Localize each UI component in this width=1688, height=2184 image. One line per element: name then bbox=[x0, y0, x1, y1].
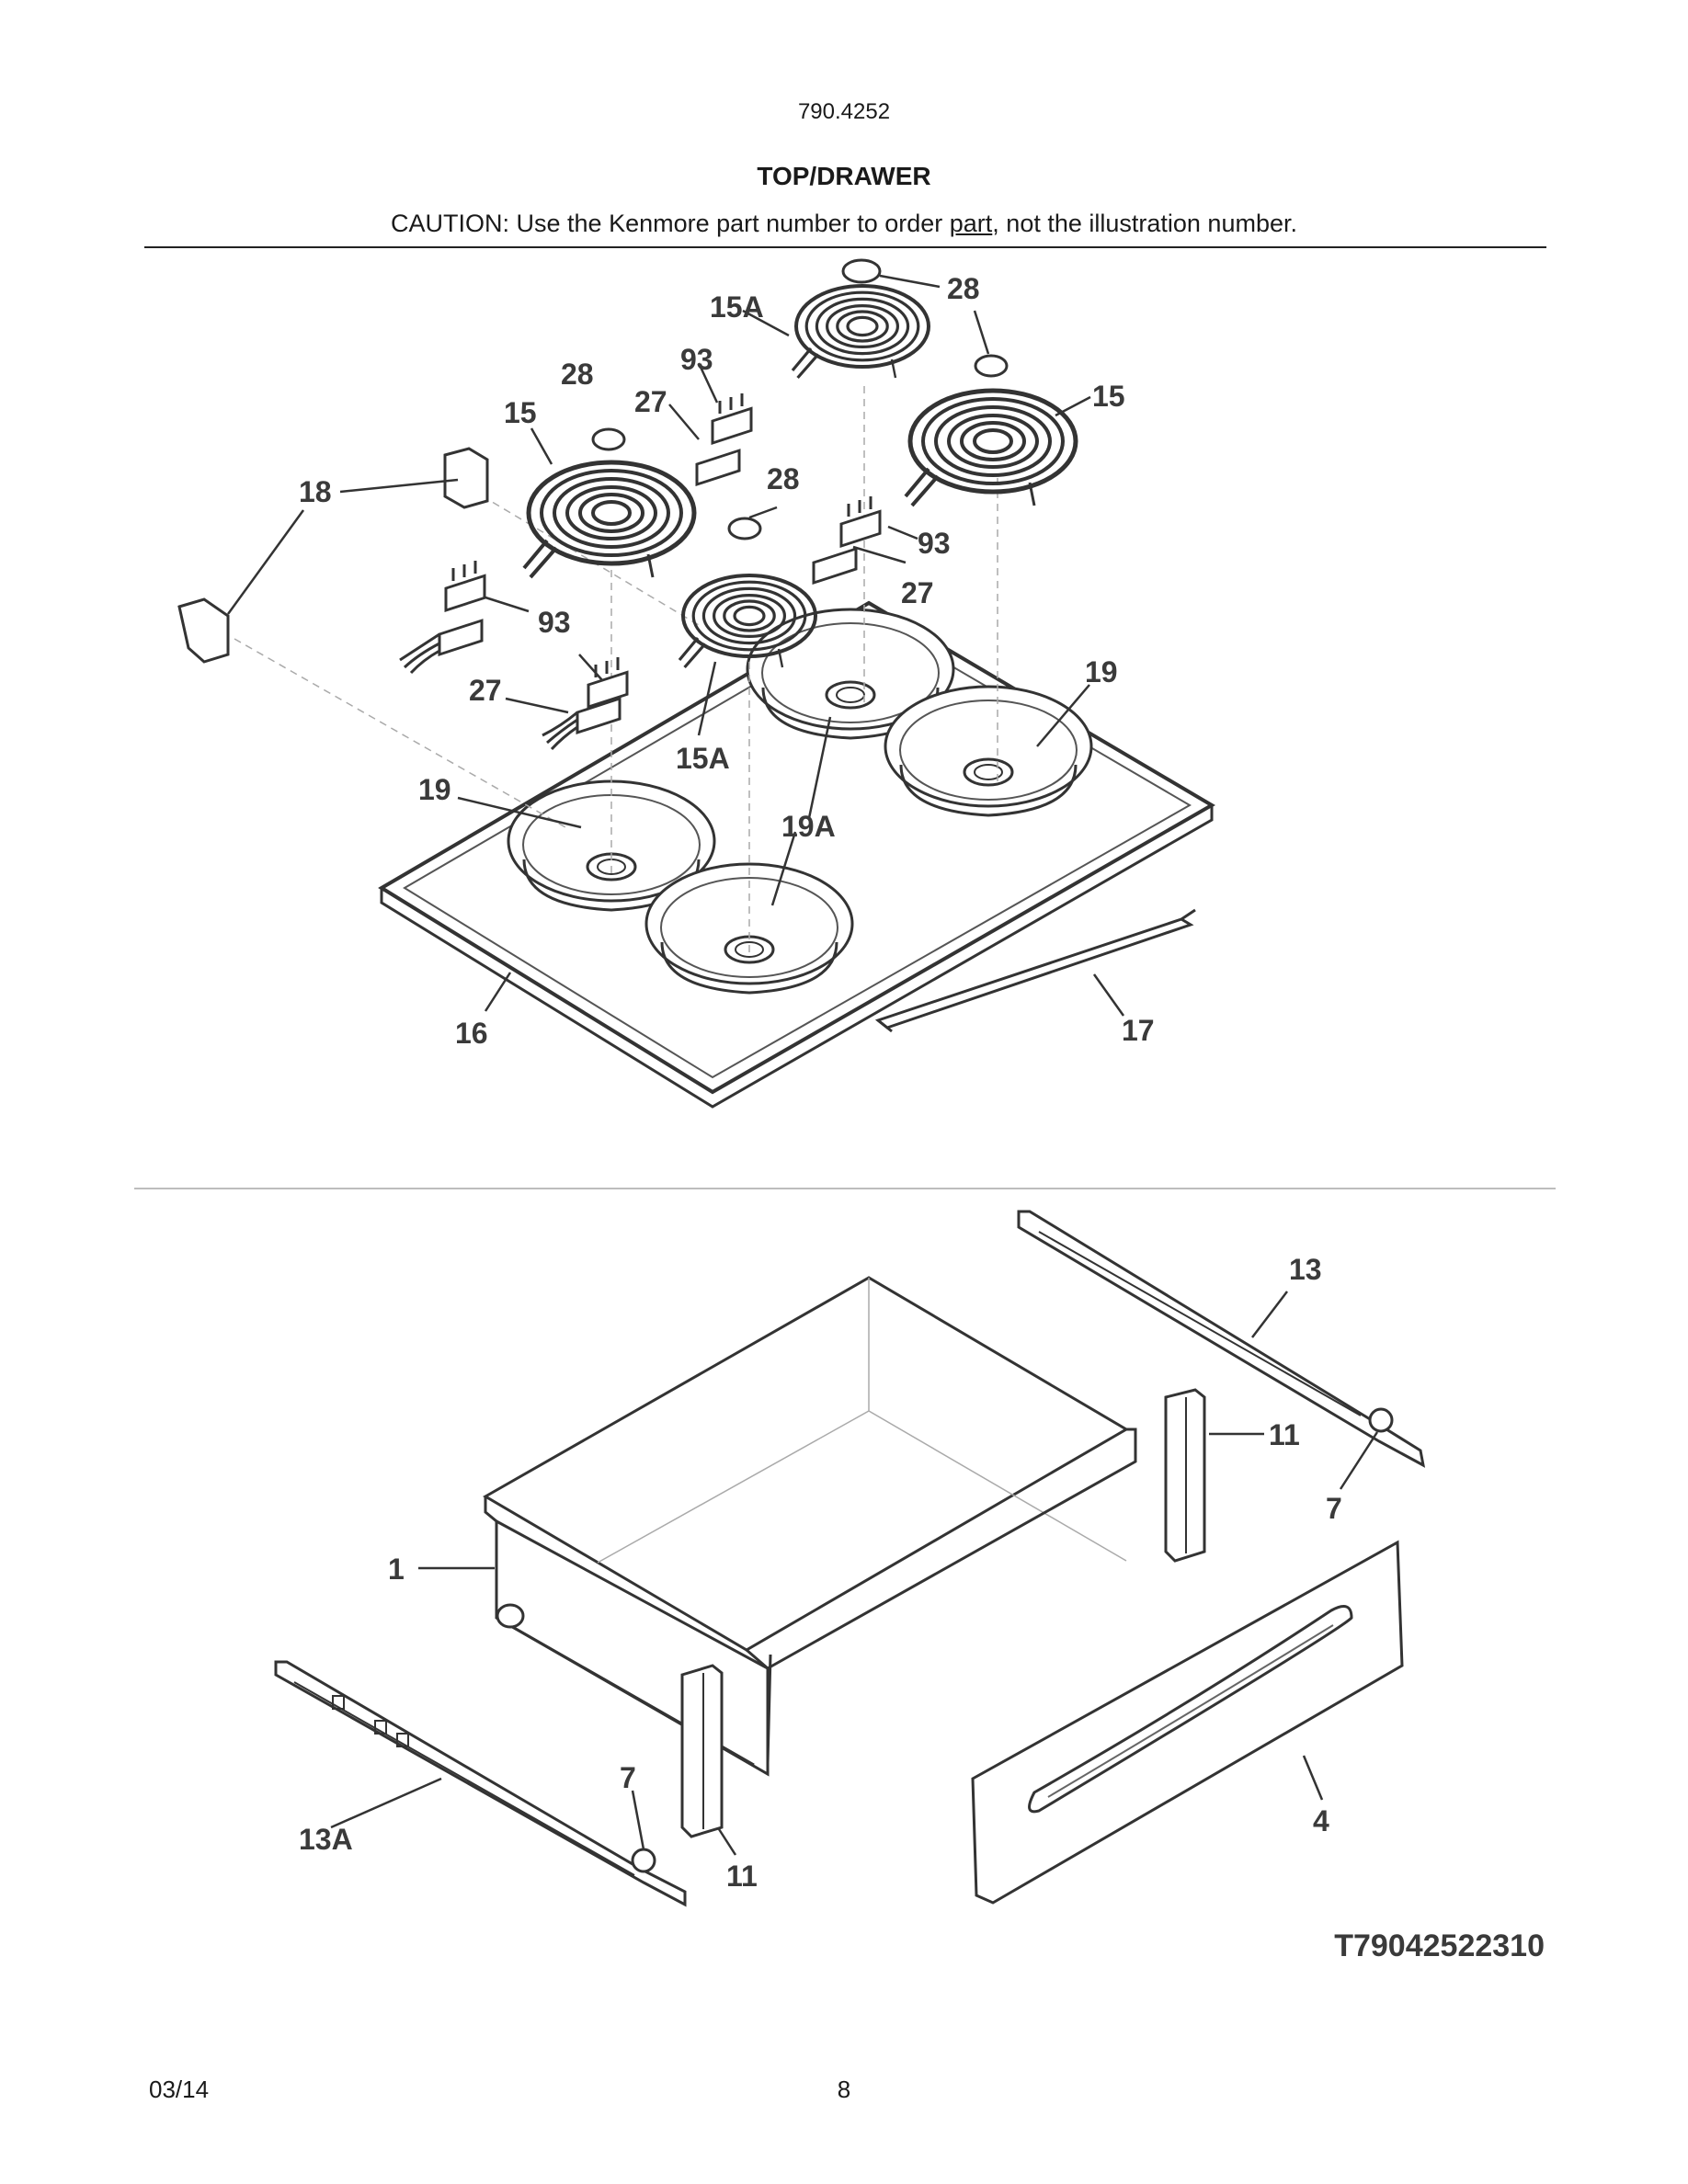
footer-date: 03/14 bbox=[149, 2076, 210, 2103]
callout-19-left: 19 bbox=[418, 773, 451, 806]
header-rule bbox=[144, 246, 1546, 248]
callout-28-rear: 28 bbox=[947, 272, 980, 305]
callout-15a-front: 15A bbox=[676, 742, 730, 775]
callout-16: 16 bbox=[455, 1017, 488, 1050]
callout-15a-rear: 15A bbox=[710, 290, 764, 324]
surface-element-large-right bbox=[906, 391, 1076, 506]
callout-28-left: 28 bbox=[561, 358, 594, 391]
callout-11-left: 11 bbox=[726, 1860, 758, 1893]
drawer-assembly bbox=[274, 1210, 1426, 1907]
callout-19a: 19A bbox=[781, 810, 836, 843]
top-callouts: 15A 28 93 28 27 15 15 28 18 93 27 93 27 … bbox=[299, 272, 1155, 1050]
callout-93-left: 93 bbox=[538, 606, 571, 639]
callout-27-rear: 27 bbox=[634, 385, 667, 418]
callout-27-right: 27 bbox=[901, 576, 934, 609]
callout-93-right: 93 bbox=[918, 527, 951, 560]
callout-18: 18 bbox=[299, 475, 332, 508]
callout-19-right: 19 bbox=[1085, 655, 1118, 688]
section-divider bbox=[134, 1188, 1556, 1189]
callout-17: 17 bbox=[1122, 1014, 1155, 1047]
callout-93-rear: 93 bbox=[680, 343, 713, 376]
callout-15-right: 15 bbox=[1092, 380, 1125, 413]
callout-15-left: 15 bbox=[504, 396, 537, 429]
callout-7-right: 7 bbox=[1326, 1492, 1342, 1525]
top-leader-lines bbox=[226, 274, 1125, 1017]
callout-7-left: 7 bbox=[620, 1761, 636, 1794]
callout-13a: 13A bbox=[299, 1823, 353, 1856]
callout-4: 4 bbox=[1313, 1804, 1329, 1837]
model-number: 790.4252 bbox=[797, 99, 891, 124]
callout-27-left: 27 bbox=[469, 674, 502, 707]
drawer-callouts: 13 11 7 1 4 7 13A 11 bbox=[299, 1253, 1342, 1893]
caution-underlined: part bbox=[949, 210, 993, 237]
callout-28-front: 28 bbox=[767, 462, 800, 495]
illustration-code: T79042522310 bbox=[1334, 1928, 1545, 1963]
surface-element-large-left bbox=[524, 462, 694, 577]
caution-note: CAUTION: Use the Kenmore part number to … bbox=[0, 210, 1688, 238]
callout-1: 1 bbox=[388, 1553, 405, 1586]
surface-element-small-rear bbox=[793, 286, 929, 378]
callout-13: 13 bbox=[1289, 1253, 1322, 1286]
cooktop-assembly bbox=[177, 258, 1215, 1109]
caution-prefix: CAUTION: Use the Kenmore part number to … bbox=[391, 210, 950, 237]
drawer-leader-lines bbox=[330, 1291, 1379, 1856]
caution-suffix: , not the illustration number. bbox=[992, 210, 1297, 237]
callout-11-right: 11 bbox=[1269, 1418, 1300, 1451]
page-title: TOP/DRAWER bbox=[757, 162, 931, 190]
footer-page-number: 8 bbox=[837, 2076, 851, 2103]
